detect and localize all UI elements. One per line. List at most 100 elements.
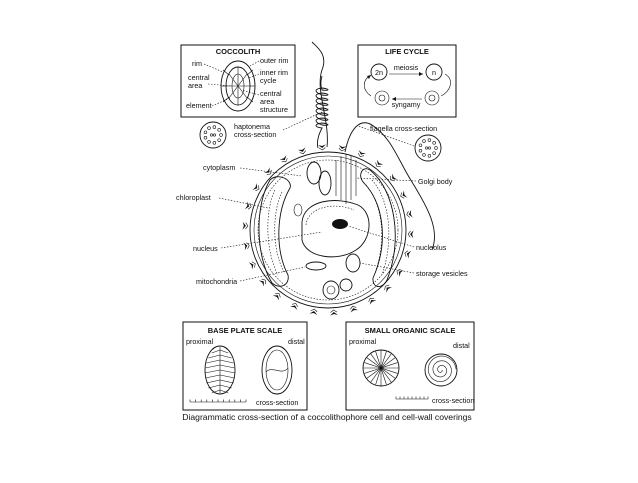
haploid-motile-icon	[424, 90, 440, 106]
coccolith-plate	[404, 250, 412, 259]
coccolith-plate	[338, 145, 347, 152]
chloroplast-left	[258, 176, 291, 287]
proximal-organic-scale-icon	[362, 349, 400, 387]
flagella-microtubules	[418, 138, 438, 158]
cell-membrane	[257, 159, 399, 301]
flagella-label: flagella cross-section	[370, 124, 437, 133]
base-plate-proximal-label: proximal	[186, 337, 214, 346]
haploid-label: n	[432, 68, 436, 77]
diploid-cell-icon	[370, 63, 388, 81]
coccolith-plate	[384, 285, 392, 293]
coccolith-plate	[375, 159, 384, 167]
coccolith-plate	[396, 268, 404, 277]
coccolith-plate	[290, 303, 299, 310]
coccolith-plate	[330, 309, 338, 316]
coccolith-plate	[318, 144, 326, 151]
meiosis-label: meiosis	[394, 63, 419, 72]
central-area-line-1: central	[188, 73, 210, 82]
golgi-label: Golgi body	[418, 177, 453, 186]
coccolith-plate	[242, 221, 249, 230]
haptonema-section: haptonema cross-section	[199, 111, 323, 149]
structure-line-3: structure	[260, 105, 288, 114]
coccolith-plate	[279, 155, 288, 163]
coccolith-element-label: element	[186, 101, 212, 110]
life-cycle-panel-frame	[357, 44, 457, 118]
distal-organic-scale-icon	[424, 353, 458, 387]
syngamy-label: syngamy	[392, 100, 421, 109]
cell-outer-wall	[249, 151, 407, 309]
vesicle-upper-mid	[318, 170, 332, 196]
coccolith-plate	[244, 201, 252, 210]
coccolith-plate	[400, 190, 408, 199]
organic-scale-spiral	[427, 355, 457, 382]
coccolith-plate	[258, 278, 266, 287]
base-plate-cross-section-label: cross-section	[256, 398, 298, 407]
coccolith-outer-rim-label: outer rim	[260, 56, 288, 65]
base-plate-title: BASE PLATE SCALE	[208, 326, 282, 335]
haptonema-microtubules	[203, 125, 223, 145]
coccolith-panel: COCCOLITH rim central area element outer…	[180, 44, 296, 118]
storage-vesicle-3	[339, 278, 353, 292]
haptonema-line-2: cross-section	[234, 130, 276, 139]
coccolith-plate	[407, 230, 414, 239]
cell-labels: cytoplasm Golgi body chloroplast nucleus…	[176, 163, 468, 286]
haploid-cell-icon	[425, 63, 443, 81]
cell-inner-wall	[253, 155, 403, 305]
coccolith-ring	[242, 144, 414, 316]
chloroplast-label: chloroplast	[176, 193, 211, 202]
coccolith-plate	[264, 167, 272, 175]
flagellum-2	[344, 122, 435, 251]
life-cycle-title: LIFE CYCLE	[385, 47, 429, 56]
base-plate-ribs	[204, 347, 236, 394]
diploid-label: 2n	[375, 68, 383, 77]
base-plate-panel-frame	[182, 321, 308, 411]
coccolith-plate	[357, 150, 366, 157]
chloroplast-right	[360, 168, 396, 287]
cytoplasm-label: cytoplasm	[203, 163, 235, 172]
coccolith-inner-rim-label: inner rim cycle	[260, 68, 290, 85]
nucleolus	[332, 219, 348, 229]
structure-line-2: area	[260, 97, 274, 106]
vesicle-upper-left	[306, 161, 322, 185]
coccolith-rim-label: rim	[192, 59, 202, 68]
cell	[242, 144, 414, 316]
coccolith-plate	[248, 261, 256, 270]
flagella-section: flagella cross-section	[357, 124, 442, 162]
coccolith-plate	[272, 293, 281, 301]
coccolith-central-structure-label: central area structure	[260, 89, 288, 114]
haptonema-line-1: haptonema	[234, 122, 270, 131]
coccolith-plate	[297, 147, 306, 155]
haptonema-coil	[315, 75, 329, 149]
haptonema-cross-section-icon	[199, 121, 227, 149]
central-area-line-2: area	[188, 81, 202, 90]
mitochondrion	[305, 261, 327, 271]
coccolith-plate	[406, 209, 413, 218]
coccolith-plate	[252, 183, 260, 192]
coccolith-plate	[350, 305, 359, 313]
life-cycle-panel: LIFE CYCLE 2n n meiosis syngamy	[357, 44, 457, 118]
nucleus-outline	[301, 200, 370, 258]
organic-cross-section-label: cross-section	[432, 396, 474, 405]
coccolith-title: COCCOLITH	[216, 47, 261, 56]
organic-proximal-label: proximal	[349, 337, 377, 346]
nucleolus-label: nucleolus	[416, 243, 447, 252]
figure-caption: Diagrammatic cross-section of a coccolit…	[182, 412, 471, 422]
organic-scale-title: SMALL ORGANIC SCALE	[365, 326, 456, 335]
coccolith-central-area-label: central area	[188, 73, 212, 90]
storage-vesicles-label: storage vesicles	[416, 269, 468, 278]
inner-rim-line-1: inner rim	[260, 68, 288, 77]
storage-vesicle-1	[345, 253, 361, 273]
coccolith-drawing	[220, 60, 256, 112]
distal-base-plate-icon	[261, 345, 293, 395]
mitochondria-label: mitochondria	[196, 277, 237, 286]
organic-scale-panel: SMALL ORGANIC SCALE proximal distal cros…	[345, 321, 475, 411]
golgi-body	[335, 154, 357, 204]
base-plate-distal-label: distal	[288, 337, 305, 346]
coccolith-plate	[309, 308, 318, 315]
structure-line-1: central	[260, 89, 282, 98]
haptonema-label: haptonema cross-section	[234, 122, 276, 139]
organic-scale-rays	[363, 350, 399, 386]
organic-distal-label: distal	[453, 341, 470, 350]
